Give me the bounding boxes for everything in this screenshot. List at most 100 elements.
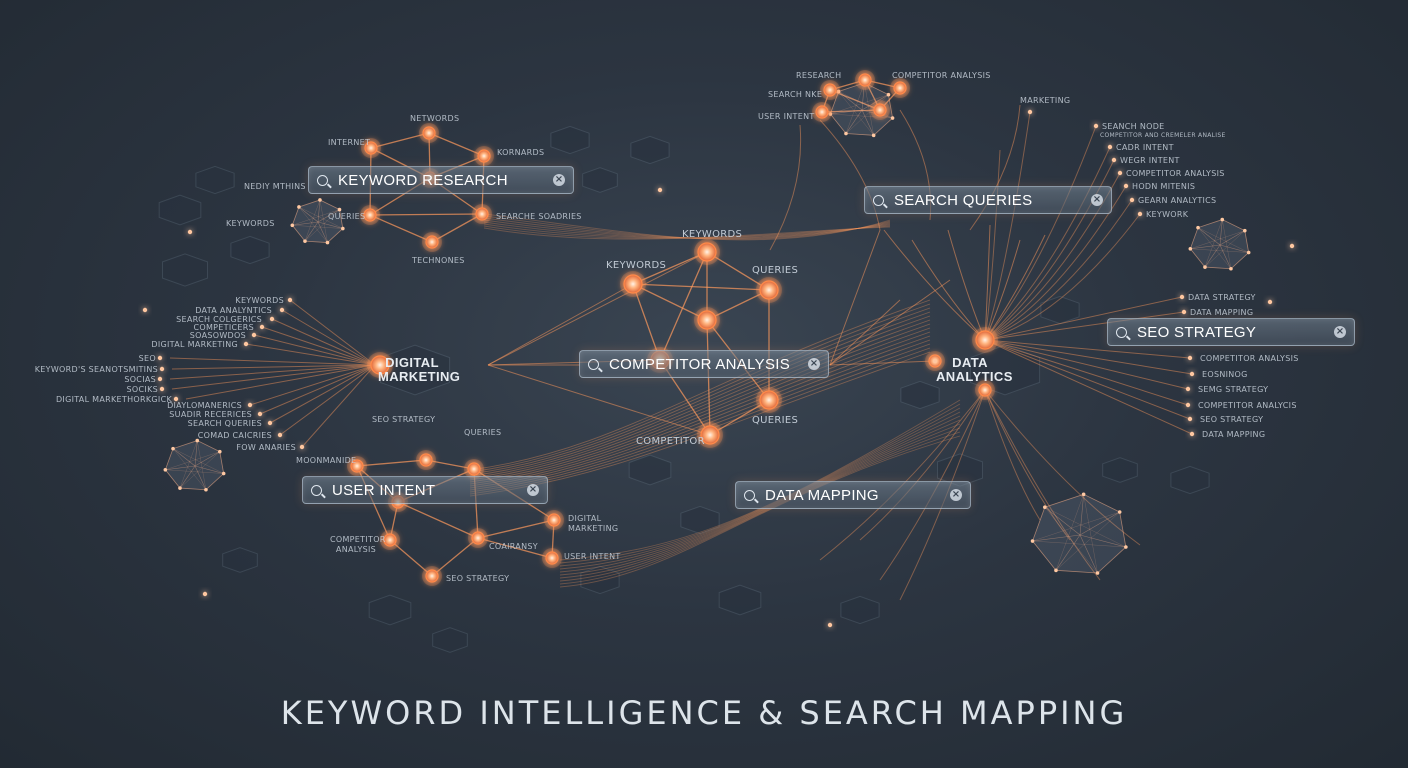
clear-icon[interactable]: ×: [553, 174, 565, 186]
polyhedron-vertex: [337, 207, 342, 212]
hexagon: [840, 595, 880, 625]
terminal-dot: [173, 396, 179, 402]
hexagon: [195, 165, 235, 195]
node-label: KEYWORDS: [606, 260, 667, 271]
clear-icon[interactable]: ×: [1091, 194, 1103, 206]
polyhedron-edge: [1079, 494, 1084, 536]
polyhedron-edge: [845, 82, 865, 134]
connection-curve: [819, 119, 881, 231]
glowing-node: [873, 103, 887, 117]
search-bar-search-queries[interactable]: SEARCH QUERIES ×: [864, 186, 1112, 214]
polyhedron-edge: [194, 465, 224, 474]
connection-curve: [984, 311, 1185, 341]
polyhedron-edge: [1219, 244, 1232, 269]
list-label: COMPETITOR ANALYSIS: [1126, 169, 1225, 178]
polyhedron-edge: [304, 199, 321, 242]
connection-curve: [483, 226, 891, 240]
node-label: INTERNET: [328, 138, 371, 147]
search-bar-seo-strategy[interactable]: SEO STRATEGY ×: [1107, 318, 1355, 346]
polyhedron-vertex: [1081, 492, 1086, 497]
connection-curve: [984, 339, 1189, 406]
polyhedron-edge: [179, 451, 220, 489]
hexagon: [162, 253, 208, 287]
glowing-node: [700, 425, 720, 445]
terminal-dot: [1185, 386, 1191, 392]
terminal-dot: [287, 297, 293, 303]
hexagon: [580, 565, 620, 595]
connection-curve: [487, 364, 711, 436]
polyhedron-vertex: [844, 131, 848, 136]
connection-curve: [469, 319, 931, 481]
polyhedron-edge: [172, 448, 224, 474]
connection-curve: [984, 389, 1041, 521]
search-bar-keyword-research[interactable]: KEYWORD RESEARCH ×: [308, 166, 574, 194]
polyhedron-edge: [1204, 219, 1223, 268]
connection-curve: [253, 334, 376, 366]
search-bar-user-intent[interactable]: USER INTENT ×: [302, 476, 548, 504]
connection-curve: [469, 299, 931, 471]
polyhedron-vertex: [290, 223, 295, 228]
polyhedron-edge: [1190, 248, 1249, 253]
terminal-dot: [1187, 416, 1193, 422]
node-label: RESEARCH: [796, 71, 842, 80]
glowing-node: [815, 105, 829, 119]
polyhedron-vertex: [297, 205, 301, 209]
connection-curve: [469, 307, 931, 475]
clear-icon[interactable]: ×: [808, 358, 820, 370]
hexagon: [368, 594, 412, 626]
connection-curve: [245, 343, 376, 366]
polyhedron-edge: [298, 206, 343, 229]
polyhedron-edge: [1197, 227, 1249, 253]
polyhedron-edge: [1055, 494, 1084, 571]
connection-curve: [483, 217, 891, 240]
terminal-dot: [932, 358, 938, 364]
polyhedron-edge: [298, 206, 319, 223]
terminal-dot: [257, 411, 263, 417]
node-label: SEARCH NKE: [768, 90, 823, 99]
terminal-dot: [1107, 144, 1113, 150]
polyhedron-vertex: [303, 239, 307, 243]
clear-icon[interactable]: ×: [527, 484, 539, 496]
polyhedron-edge: [1044, 506, 1081, 536]
clear-icon[interactable]: ×: [950, 489, 962, 501]
hexagon: [582, 167, 618, 193]
connection-curve: [829, 229, 881, 366]
polyhedron-outline: [1032, 493, 1127, 574]
connection-curve: [559, 407, 961, 567]
hexagon-grid: [158, 125, 1210, 653]
polyhedron-edge: [292, 221, 319, 226]
search-icon: [317, 174, 328, 186]
polyhedron-edge: [1032, 540, 1126, 548]
clear-icon[interactable]: ×: [1334, 326, 1346, 338]
glowing-node: [759, 280, 779, 300]
polyhedron-vertex: [1054, 568, 1058, 573]
connection-curve: [829, 279, 951, 366]
list-label: EOSNINOG: [1202, 370, 1248, 379]
connection-curve: [559, 435, 961, 588]
glowing-node: [823, 83, 837, 97]
glowing-node: [547, 513, 561, 527]
hexagon: [230, 235, 270, 265]
hexagon: [900, 380, 940, 410]
connection-curve: [883, 229, 986, 341]
hexagon: [718, 584, 762, 616]
node-label: COAIRANSY: [489, 542, 538, 551]
connection-curve: [984, 146, 1111, 341]
node-label: USER INTENT: [564, 552, 621, 561]
polyhedron-vertex: [163, 467, 168, 472]
list-label: COMPETITOR ANALYCIS: [1198, 401, 1297, 410]
glowing-node: [471, 531, 485, 545]
polyhedron-vertex: [871, 133, 876, 138]
terminal-dot: [159, 366, 165, 372]
search-bar-data-mapping[interactable]: DATA MAPPING ×: [735, 481, 971, 509]
connection-curve: [984, 339, 1189, 390]
search-bar-text: COMPETITOR ANALYSIS: [609, 355, 791, 373]
connection-curve: [171, 364, 376, 370]
terminal-dot: [243, 341, 249, 347]
polyhedron-vertex: [1246, 250, 1251, 255]
search-bar-competitor-analysis[interactable]: COMPETITOR ANALYSIS ×: [579, 350, 829, 378]
node-label: MOONMANIDE: [296, 456, 357, 465]
polyhedron-edge: [298, 206, 328, 243]
network-edge: [369, 214, 433, 243]
list-label: KEYWORDS: [235, 296, 284, 305]
